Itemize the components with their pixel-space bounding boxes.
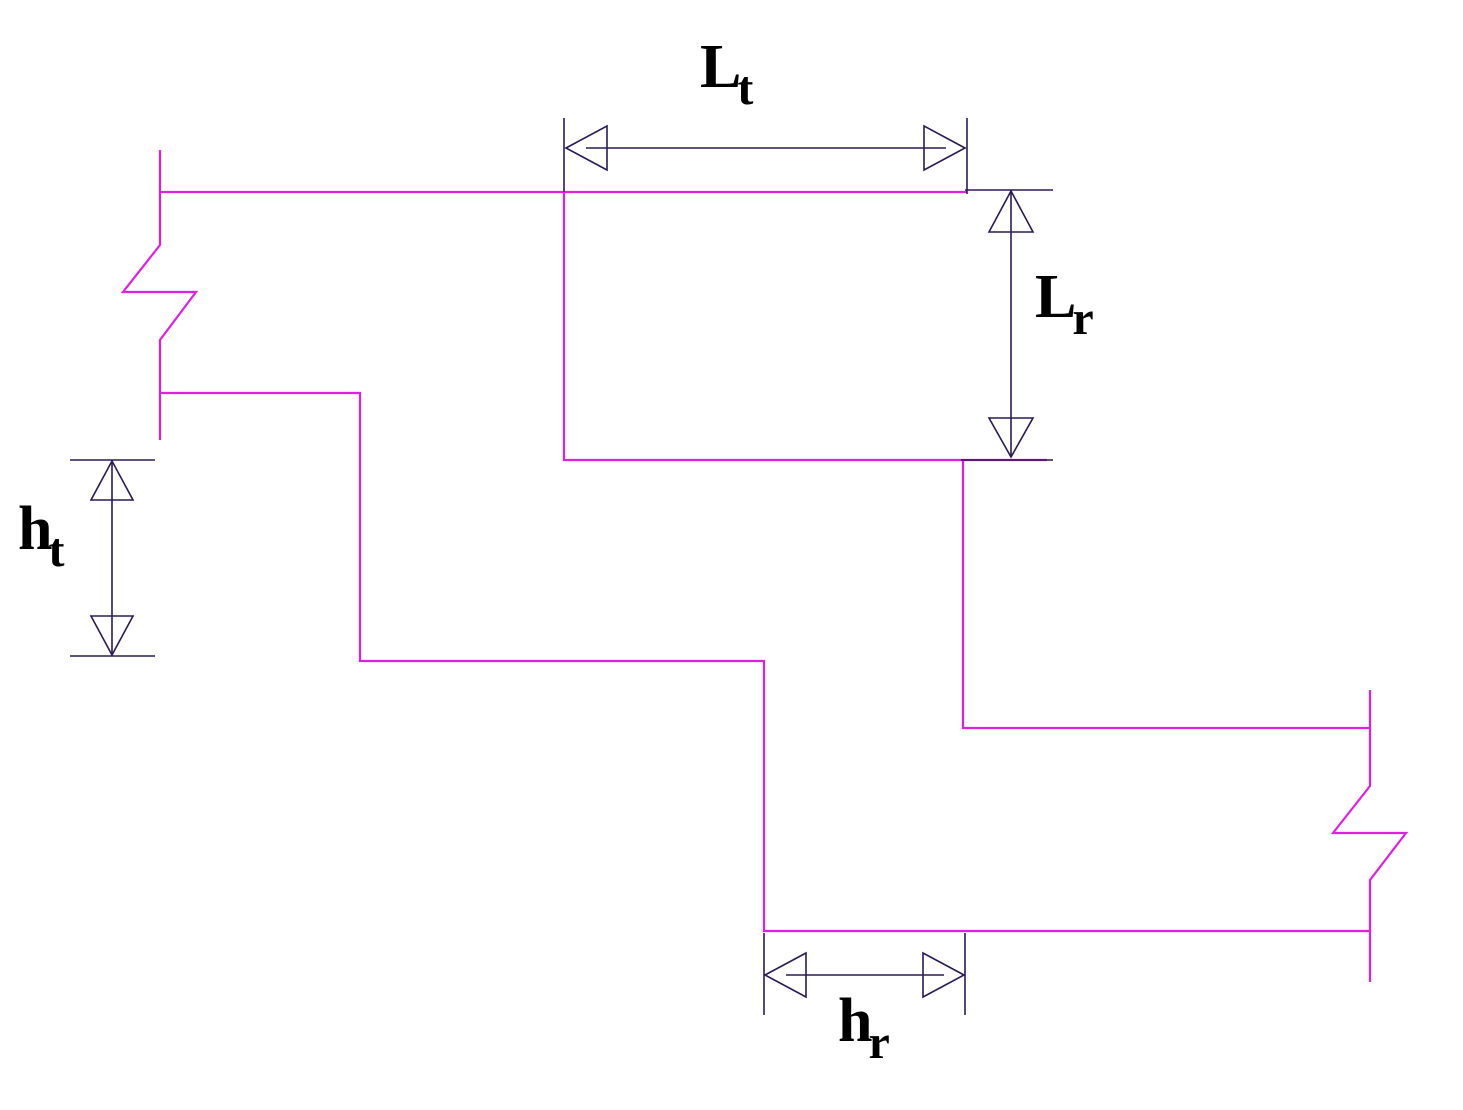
- dimension-label-hr: hr: [838, 987, 894, 1067]
- dimension-lt: [563, 118, 968, 194]
- label-hr-base: h: [838, 987, 873, 1055]
- dimension-hr: [763, 933, 966, 1015]
- dimension-label-ht: ht: [18, 495, 68, 575]
- dimension-lr: [961, 189, 1053, 461]
- dimension-label-lr: Lr: [1035, 263, 1098, 343]
- dimension-ht: [70, 459, 155, 657]
- dimension-annotations: [70, 118, 1053, 1015]
- right-break-symbol: [1330, 690, 1409, 982]
- ht-arrowhead-down-icon: [89, 615, 135, 657]
- lt-arrowhead-right-icon: [923, 124, 967, 172]
- lt-arrowhead-left-icon: [564, 124, 608, 172]
- upper-profile-branch: [160, 190, 1047, 462]
- label-lr-base: L: [1035, 263, 1077, 331]
- label-lr-sub: r: [1072, 292, 1094, 345]
- lr-arrowhead-down-icon: [987, 417, 1035, 459]
- ht-arrowhead-up-icon: [89, 459, 135, 501]
- lr-arrowhead-up-icon: [987, 189, 1035, 233]
- hr-arrowhead-left-icon: [763, 951, 807, 999]
- right-stepped-branch: [961, 460, 1370, 730]
- middle-stepped-branch: [160, 391, 1370, 933]
- channel-profile: [120, 150, 1409, 982]
- label-hr-sub: r: [868, 1016, 890, 1069]
- label-lt-sub: t: [737, 62, 754, 115]
- hr-arrowhead-right-icon: [922, 951, 966, 999]
- label-ht-base: h: [18, 495, 53, 563]
- label-ht-sub: t: [48, 524, 65, 577]
- dimension-label-lt: Lt: [700, 33, 757, 113]
- label-lt-base: L: [700, 33, 742, 101]
- left-break-symbol: [120, 150, 199, 440]
